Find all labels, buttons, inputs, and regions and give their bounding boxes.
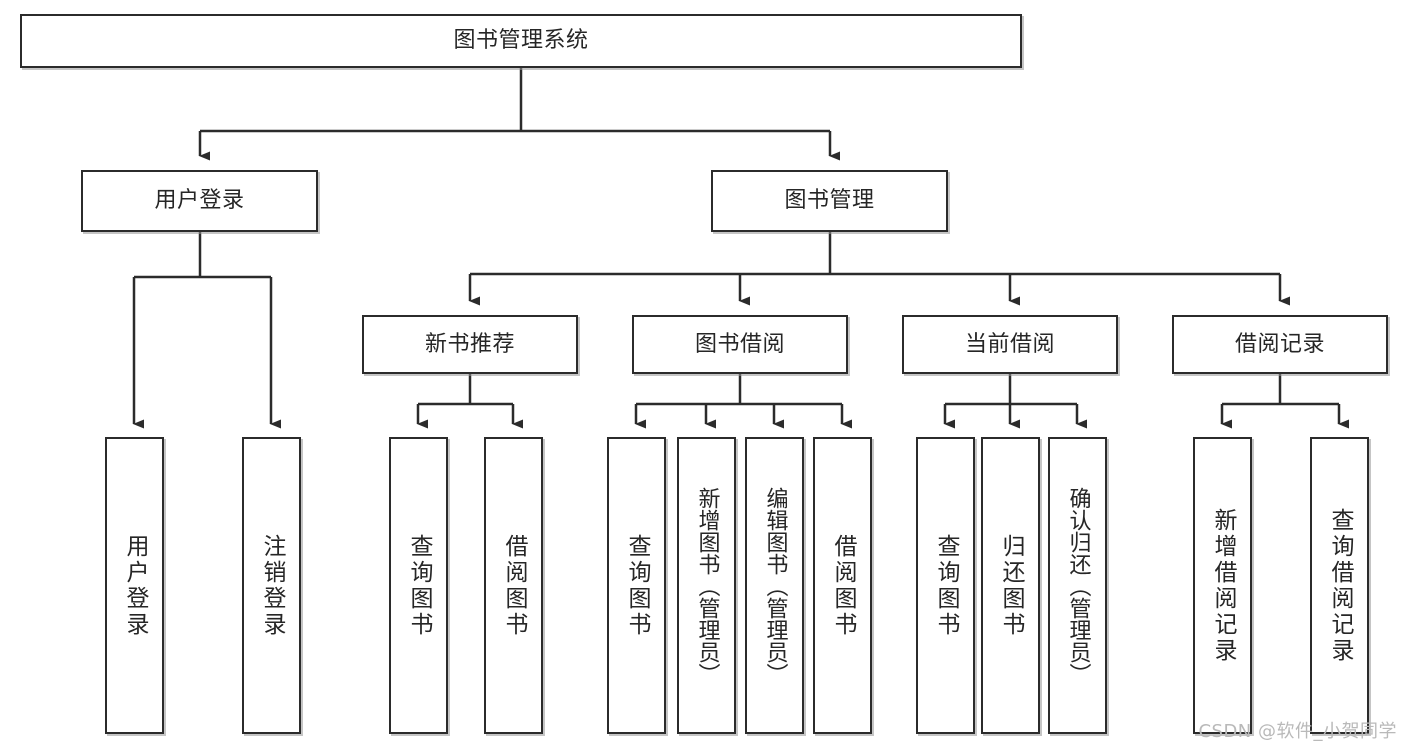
node-book-borrow-label: 图书借阅 [694,331,785,357]
leaf-user-login-login[interactable]: 用户登录 [105,437,164,734]
leaf-current-borrow-confirm-return-admin[interactable]: 确认归还（管理员） [1048,437,1107,734]
node-user-login[interactable]: 用户登录 [81,170,318,232]
leaf-current-borrow-query-book[interactable]: 查询图书 [916,437,975,734]
leaf-label: 新增图书（管理员） [694,486,720,685]
node-current-borrow-label: 当前借阅 [964,331,1055,357]
node-borrow-record[interactable]: 借阅记录 [1172,315,1388,374]
leaf-label: 用户登录 [122,533,148,638]
node-root-book-management-system[interactable]: 图书管理系统 [20,14,1022,68]
leaf-borrow-record-add-record[interactable]: 新增借阅记录 [1193,437,1252,734]
node-book-management[interactable]: 图书管理 [711,170,948,232]
csdn-watermark: CSDN @软件_小贺同学 [1198,721,1397,742]
leaf-label: 查询图书 [624,533,650,638]
leaf-label: 确认归还（管理员） [1065,486,1091,685]
leaf-current-borrow-return-book[interactable]: 归还图书 [981,437,1040,734]
node-new-book-recommend-label: 新书推荐 [424,331,515,357]
leaf-label: 查询借阅记录 [1327,507,1353,664]
node-book-management-label: 图书管理 [784,188,875,214]
leaf-new-book-query-book[interactable]: 查询图书 [389,437,448,734]
leaf-book-borrow-add-book-admin[interactable]: 新增图书（管理员） [677,437,736,734]
leaf-label: 查询图书 [933,533,959,638]
node-borrow-record-label: 借阅记录 [1234,331,1325,357]
leaf-label: 注销登录 [259,533,285,638]
node-current-borrow[interactable]: 当前借阅 [902,315,1118,374]
leaf-label: 查询图书 [406,533,432,638]
leaf-borrow-record-query-record[interactable]: 查询借阅记录 [1310,437,1369,734]
leaf-label: 编辑图书（管理员） [762,486,788,685]
node-new-book-recommend[interactable]: 新书推荐 [362,315,578,374]
node-root-label: 图书管理系统 [453,28,589,54]
leaf-book-borrow-query-book[interactable]: 查询图书 [607,437,666,734]
leaf-label: 新增借阅记录 [1210,507,1236,664]
leaf-book-borrow-edit-book-admin[interactable]: 编辑图书（管理员） [745,437,804,734]
leaf-user-login-logout[interactable]: 注销登录 [242,437,301,734]
node-book-borrow[interactable]: 图书借阅 [632,315,848,374]
leaf-label: 借阅图书 [830,533,856,638]
leaf-book-borrow-borrow-book[interactable]: 借阅图书 [813,437,872,734]
leaf-new-book-borrow-book[interactable]: 借阅图书 [484,437,543,734]
leaf-label: 借阅图书 [501,533,527,638]
node-user-login-label: 用户登录 [154,188,245,214]
leaf-label: 归还图书 [998,533,1024,638]
